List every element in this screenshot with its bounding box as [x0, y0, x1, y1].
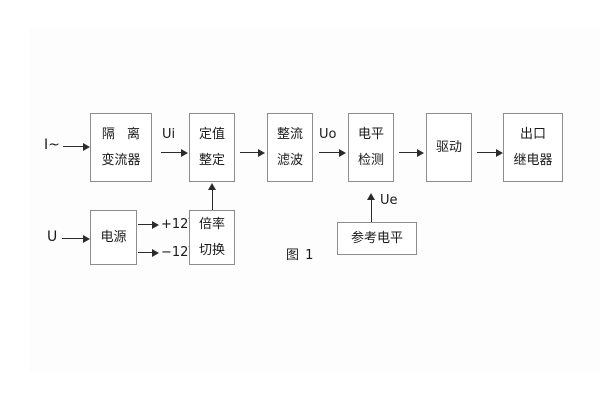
connector-voltage-to-power — [62, 238, 83, 239]
block-reference-line1: 参考电平 — [350, 231, 403, 246]
connector-current-to-isolation — [63, 146, 83, 147]
block-reference-level: 参考电平 — [337, 222, 417, 255]
block-setting-line2: 整定 — [198, 153, 225, 168]
signal-label-ui: Ui — [162, 127, 176, 142]
connector-isolation-to-setting — [161, 152, 181, 153]
connector-power-positive-rail — [138, 224, 152, 225]
arrow-rectifier-to-level-icon — [339, 149, 346, 157]
block-level-line2: 检测 — [357, 153, 384, 168]
arrow-current-to-isolation-icon — [83, 143, 90, 151]
connector-multiplier-to-setting — [212, 190, 213, 210]
block-power-line1: 电源 — [100, 230, 127, 245]
block-isolation-line1: 隔 离 — [101, 127, 145, 142]
block-power-supply: 电源 — [90, 210, 137, 265]
block-setting-value: 定值 整定 — [189, 113, 235, 182]
block-driver: 驱动 — [426, 113, 472, 182]
block-driver-line1: 驱动 — [435, 140, 462, 155]
block-output-relay: 出口 继电器 — [503, 113, 563, 182]
connector-setting-to-rectifier — [240, 152, 258, 153]
arrow-positive-rail-icon — [152, 221, 159, 229]
diagram-panel — [30, 28, 600, 372]
input-label-current: I~ — [44, 137, 60, 153]
block-output-relay-line1: 出口 — [519, 127, 546, 142]
arrow-voltage-to-power-icon — [83, 235, 90, 243]
panel-left-edge — [30, 28, 31, 372]
figure-caption: 图 1 — [286, 248, 315, 263]
connector-power-negative-rail — [138, 252, 152, 253]
rail-label-negative: −12V — [161, 245, 198, 260]
arrow-setting-to-rectifier-icon — [258, 149, 265, 157]
connector-level-to-driver — [399, 152, 417, 153]
block-multiplier-switch: 倍率 切换 — [189, 210, 235, 265]
arrow-isolation-to-setting-icon — [181, 149, 188, 157]
arrow-reference-to-level-icon — [367, 193, 375, 200]
arrow-level-to-driver-icon — [417, 149, 424, 157]
block-multiplier-line2: 切换 — [198, 243, 225, 258]
block-setting-line1: 定值 — [198, 127, 225, 142]
connector-driver-to-relay — [477, 152, 496, 153]
connector-rectifier-to-level — [319, 152, 339, 153]
signal-label-ue: Ue — [380, 193, 398, 208]
block-level-line1: 电平 — [357, 127, 384, 142]
block-rectifier-line1: 整流 — [276, 127, 303, 142]
block-rectifier-filter: 整流 滤波 — [267, 113, 313, 182]
rail-label-positive: +12V — [161, 217, 198, 232]
arrow-negative-rail-icon — [152, 249, 159, 257]
block-multiplier-line1: 倍率 — [198, 217, 225, 232]
signal-label-uo: Uo — [319, 127, 337, 142]
arrow-driver-to-relay-icon — [496, 149, 503, 157]
block-isolation-line2: 变流器 — [101, 153, 141, 168]
block-isolation-transformer: 隔 离 变流器 — [90, 113, 152, 182]
block-level-detection: 电平 检测 — [348, 113, 394, 182]
block-rectifier-line2: 滤波 — [276, 153, 303, 168]
arrow-multiplier-to-setting-icon — [208, 183, 216, 190]
connector-reference-to-level — [371, 200, 372, 222]
input-label-voltage: U — [47, 229, 58, 245]
block-output-relay-line2: 继电器 — [513, 153, 553, 168]
